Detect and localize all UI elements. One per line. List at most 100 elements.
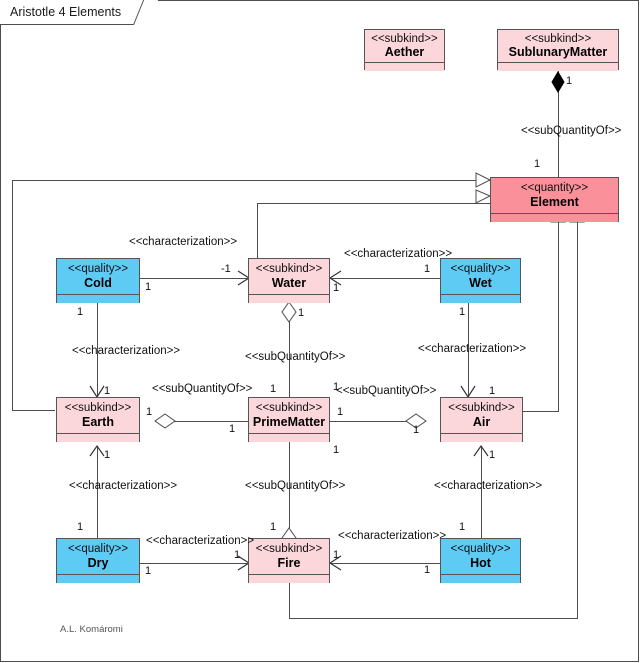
class-fire-name: Fire	[277, 555, 301, 570]
class-sublunarymatter[interactable]: <<subkind>> SublunaryMatter	[497, 29, 619, 71]
edge-air-element-seg1	[523, 411, 558, 412]
mult-pm-fire-target: 1	[270, 521, 277, 533]
edge-fire-element-seg1	[289, 578, 290, 618]
edge-wet-water-line	[330, 278, 440, 279]
edge-cold-earth-line	[97, 303, 98, 396]
class-sublunarymatter-compartment	[498, 62, 618, 71]
class-water-compartment	[249, 294, 329, 303]
class-aether-name: Aether	[384, 45, 425, 60]
class-cold-compartment	[57, 294, 139, 303]
mult-cold-water-source: 1	[145, 281, 152, 293]
class-wet-stereotype: <<quality>>	[450, 263, 511, 276]
edge-earth-element-seg3	[12, 180, 490, 181]
class-hot-name: Hot	[470, 555, 491, 570]
mult-cold-water-target: -1	[221, 263, 231, 275]
class-dry-compartment	[57, 574, 139, 583]
mult-earth-pm-source: 1	[146, 406, 153, 418]
mult-hot-air-target: 1	[489, 449, 496, 461]
class-air-name: Air	[472, 414, 491, 429]
class-air-stereotype: <<subkind>>	[448, 402, 515, 415]
mult-water-pm-source: 1	[298, 307, 305, 319]
edge-label-hot-air: <<characterization>>	[434, 480, 543, 492]
edge-label-primematter-fire: <<subQuantityOf>>	[245, 480, 346, 492]
mult-cold-earth-source: 1	[77, 306, 84, 318]
mult-element-end: 1	[534, 158, 541, 170]
edge-label-cold-water: <<characterization>>	[129, 236, 238, 248]
mult-pm-top: 1	[333, 381, 340, 393]
edge-hot-air-line	[481, 446, 482, 538]
edge-primematter-air-line	[330, 421, 426, 422]
edge-water-primematter-line	[289, 312, 290, 406]
mult-water-pm-target: 1	[270, 383, 277, 395]
class-hot[interactable]: <<quality>> Hot	[440, 538, 521, 583]
edge-sublunarymatter-element-line	[558, 70, 559, 180]
class-aether[interactable]: <<subkind>> Aether	[364, 29, 445, 71]
class-element-compartment	[491, 213, 618, 222]
class-air[interactable]: <<subkind>> Air	[440, 397, 523, 442]
mult-dry-earth-target: 1	[104, 449, 111, 461]
edge-air-element-seg2	[558, 222, 559, 412]
mult-wet-air-target: 1	[489, 385, 496, 397]
class-dry-stereotype: <<quality>>	[67, 543, 129, 556]
edge-earth-element-seg2	[12, 180, 13, 411]
edge-label-dry-fire: <<characterization>>	[146, 535, 255, 547]
edge-primematter-fire-line	[289, 437, 290, 528]
class-dry-name: Dry	[87, 555, 109, 570]
mult-wet-water-source: 1	[424, 263, 431, 275]
mult-sublunarymatter-end: 1	[566, 75, 573, 87]
edge-label-earth-primematter: <<subQuantityOf>>	[152, 383, 253, 395]
class-fire[interactable]: <<subkind>> Fire	[248, 538, 330, 583]
class-fire-stereotype: <<subkind>>	[255, 543, 323, 556]
class-primematter-stereotype: <<subkind>>	[255, 402, 323, 415]
mult-pm-air-target: 1	[413, 424, 420, 436]
edge-dry-fire-line	[140, 563, 248, 564]
class-water[interactable]: <<subkind>> Water	[248, 258, 330, 303]
edge-cold-water-line	[140, 278, 248, 279]
edge-wet-air-line	[468, 303, 469, 396]
edge-fire-element-seg3	[577, 222, 578, 619]
class-cold[interactable]: <<quality>> Cold	[56, 258, 140, 303]
mult-wet-water-target: 1	[333, 282, 340, 294]
edge-water-element-seg2	[257, 203, 490, 204]
mult-earth-pm-target: 1	[229, 423, 236, 435]
mult-dry-fire-target: 1	[234, 549, 241, 561]
diagram-title-tab[interactable]: Aristotle 4 Elements	[0, 0, 159, 25]
edge-label-wet-water: <<characterization>>	[344, 248, 453, 260]
edge-label-sublunarymatter-element: <<subQuantityOf>>	[521, 125, 622, 137]
edge-fire-element-seg2	[289, 618, 577, 619]
author-signature: A.L. Komáromi	[60, 624, 123, 635]
class-dry[interactable]: <<quality>> Dry	[56, 538, 140, 583]
class-primematter-name: PrimeMatter	[252, 414, 326, 429]
mult-wet-air-source: 1	[459, 306, 466, 318]
diagram-title: Aristotle 4 Elements	[10, 5, 122, 19]
edge-earth-primematter-line	[155, 421, 248, 422]
edge-label-hot-fire: <<characterization>>	[338, 530, 447, 542]
edge-water-element-seg1	[257, 203, 258, 259]
class-water-stereotype: <<subkind>>	[255, 263, 323, 276]
class-wet-compartment	[441, 294, 520, 303]
class-wet[interactable]: <<quality>> Wet	[440, 258, 521, 303]
class-primematter[interactable]: <<subkind>> PrimeMatter	[248, 397, 330, 442]
edge-hot-fire-line	[330, 563, 440, 564]
class-primematter-compartment	[249, 433, 329, 442]
class-hot-compartment	[441, 574, 520, 583]
mult-hot-fire-source: 1	[424, 564, 431, 576]
class-sublunarymatter-stereotype: <<subkind>>	[524, 32, 592, 45]
class-earth[interactable]: <<subkind>> Earth	[56, 397, 140, 442]
class-cold-name: Cold	[84, 275, 112, 290]
class-earth-name: Earth	[82, 414, 114, 429]
class-earth-compartment	[57, 433, 139, 442]
mult-dry-earth-source: 1	[77, 521, 84, 533]
mult-cold-earth-target: 1	[104, 385, 111, 397]
mult-hot-fire-target: 1	[333, 549, 340, 561]
class-hot-stereotype: <<quality>>	[450, 543, 511, 556]
class-element[interactable]: <<quantity>> Element	[490, 177, 619, 222]
class-air-compartment	[441, 433, 522, 442]
class-element-stereotype: <<quantity>>	[520, 182, 589, 195]
class-fire-compartment	[249, 574, 329, 583]
class-earth-stereotype: <<subkind>>	[64, 402, 132, 415]
mult-hot-air-source: 1	[459, 521, 466, 533]
mult-pm-air-source: 1	[337, 406, 344, 418]
class-water-name: Water	[271, 275, 307, 290]
